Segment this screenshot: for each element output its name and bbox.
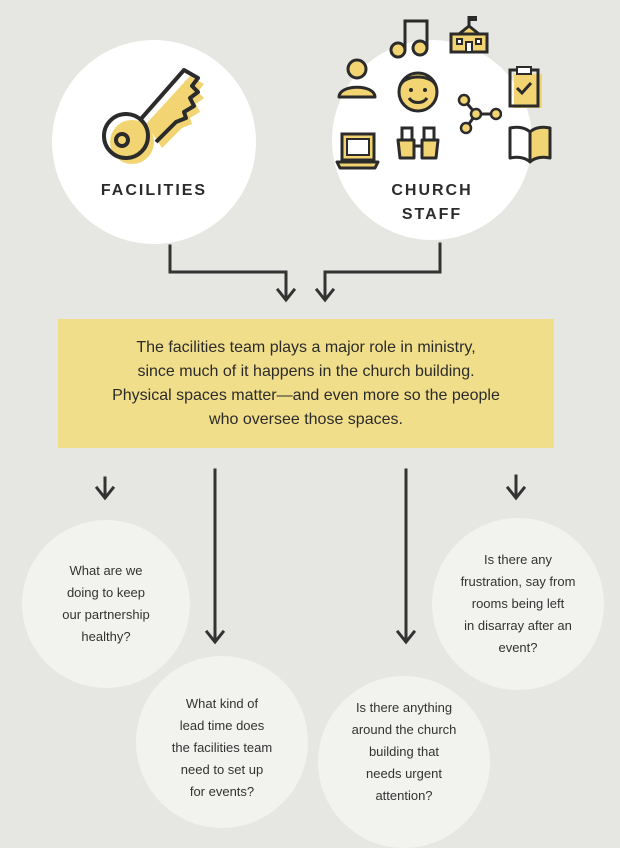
- network-icon: [457, 93, 502, 135]
- church-staff-label-line-2: STAFF: [401, 206, 463, 223]
- question-text-line: building that: [368, 744, 440, 759]
- person-icon: [337, 58, 377, 99]
- key-icon: [102, 68, 204, 164]
- church-staff-label-line-1: CHURCH: [391, 182, 473, 199]
- clipboard-check-icon: [508, 66, 542, 108]
- question-text-line: the facilities team: [171, 740, 273, 755]
- question-circle-lead-time: What kind of lead time does the faciliti…: [136, 656, 308, 828]
- facilities-arrowhead: [275, 287, 297, 303]
- banner-line-2: since much of it happens in the church b…: [137, 363, 475, 380]
- question-text-line: healthy?: [81, 629, 131, 644]
- question-text-line: What kind of: [185, 696, 259, 711]
- question-text-line: frustration, say from: [460, 574, 576, 589]
- facilities-label: FACILITIES: [100, 182, 208, 199]
- summary-banner: The facilities team plays a major role i…: [58, 319, 554, 448]
- question-text-line: doing to keep: [66, 585, 146, 600]
- question-text-line: in disarray after an: [464, 618, 572, 633]
- question-text-line: Is there anything: [355, 700, 453, 715]
- question-text-line: rooms being left: [471, 596, 565, 611]
- question-text-line: What are we: [69, 563, 143, 578]
- question-text-line: need to set up: [180, 762, 264, 777]
- question-text-line: Is there any: [484, 552, 552, 567]
- staff-arrowhead: [314, 287, 336, 303]
- banner-line-4: who oversee those spaces.: [209, 411, 403, 428]
- question-text-line: for events?: [189, 784, 255, 799]
- question-circle-partnership: What are we doing to keep our partnershi…: [22, 520, 190, 688]
- question-text-line: around the church: [351, 722, 457, 737]
- open-book-icon: [508, 125, 552, 164]
- facilities-circle: FACILITIES: [52, 40, 256, 244]
- question-text-line: event?: [498, 640, 538, 655]
- question-circle-frustration: Is there any frustration, say from rooms…: [432, 518, 604, 690]
- question-text-line: lead time does: [179, 718, 265, 733]
- question-text-line: attention?: [375, 788, 433, 803]
- school-building-icon: [449, 16, 489, 54]
- staff-connector: [323, 242, 442, 300]
- banner-line-1: The facilities team plays a major role i…: [136, 339, 476, 356]
- question-text-line: our partnership: [62, 607, 150, 622]
- binoculars-icon: [396, 126, 440, 160]
- smiley-face-icon: [397, 71, 439, 113]
- question-text-line: needs urgent: [366, 766, 442, 781]
- question-circle-urgent-attention: Is there anything around the church buil…: [318, 676, 490, 848]
- facilities-connector: [168, 244, 288, 300]
- laptop-icon: [335, 132, 380, 170]
- banner-line-3: Physical spaces matter—and even more so …: [112, 387, 500, 404]
- music-note-icon: [389, 19, 429, 59]
